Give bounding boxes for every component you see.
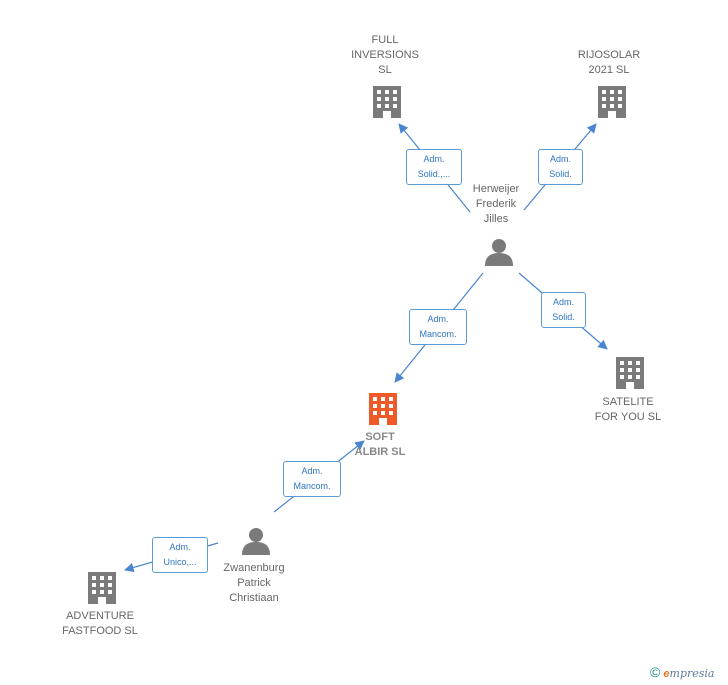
person-icon-herweijer[interactable] [485, 239, 513, 266]
edge-label-adventure[interactable]: Adm. Unico,... [152, 537, 208, 573]
node-label-rijosolar[interactable]: RIJOSOLAR 2021 SL [577, 49, 641, 76]
person-icon-zwanenburg[interactable] [242, 528, 270, 555]
building-icon-rijosolar[interactable] [598, 86, 626, 118]
node-label-satelite[interactable]: SATELITE FOR YOU SL [594, 396, 662, 423]
brand-logo-text: mpresia [669, 667, 715, 680]
node-label-herweijer[interactable]: Herweijer Frederik Jilles [472, 183, 520, 225]
building-icon-adventure[interactable] [88, 572, 116, 604]
brand-logo-e: e [663, 668, 670, 680]
edge-label-soft-albir-zwanenburg[interactable]: Adm. Mancom. [283, 461, 341, 497]
copyright-footer: © empresia [650, 664, 714, 680]
building-icon-satelite[interactable] [616, 357, 644, 389]
edge-label-soft-albir-herweijer[interactable]: Adm. Mancom. [409, 309, 467, 345]
node-label-full-inversions[interactable]: FULL INVERSIONS SL [351, 34, 419, 76]
edge-label-full-inversions[interactable]: Adm. Solid.,... [406, 149, 462, 185]
node-label-soft-albir[interactable]: SOFT ALBIR SL [354, 431, 406, 458]
node-label-adventure[interactable]: ADVENTURE FASTFOOD SL [62, 610, 138, 637]
building-icon-soft-albir[interactable] [369, 393, 397, 425]
building-icon-full-inversions[interactable] [373, 86, 401, 118]
copyright-icon: © [650, 664, 661, 680]
edge-label-rijosolar[interactable]: Adm. Solid. [538, 149, 583, 185]
node-label-zwanenburg[interactable]: Zwanenburg Patrick Christiaan [223, 562, 285, 604]
edge-label-satelite[interactable]: Adm. Solid. [541, 292, 586, 328]
